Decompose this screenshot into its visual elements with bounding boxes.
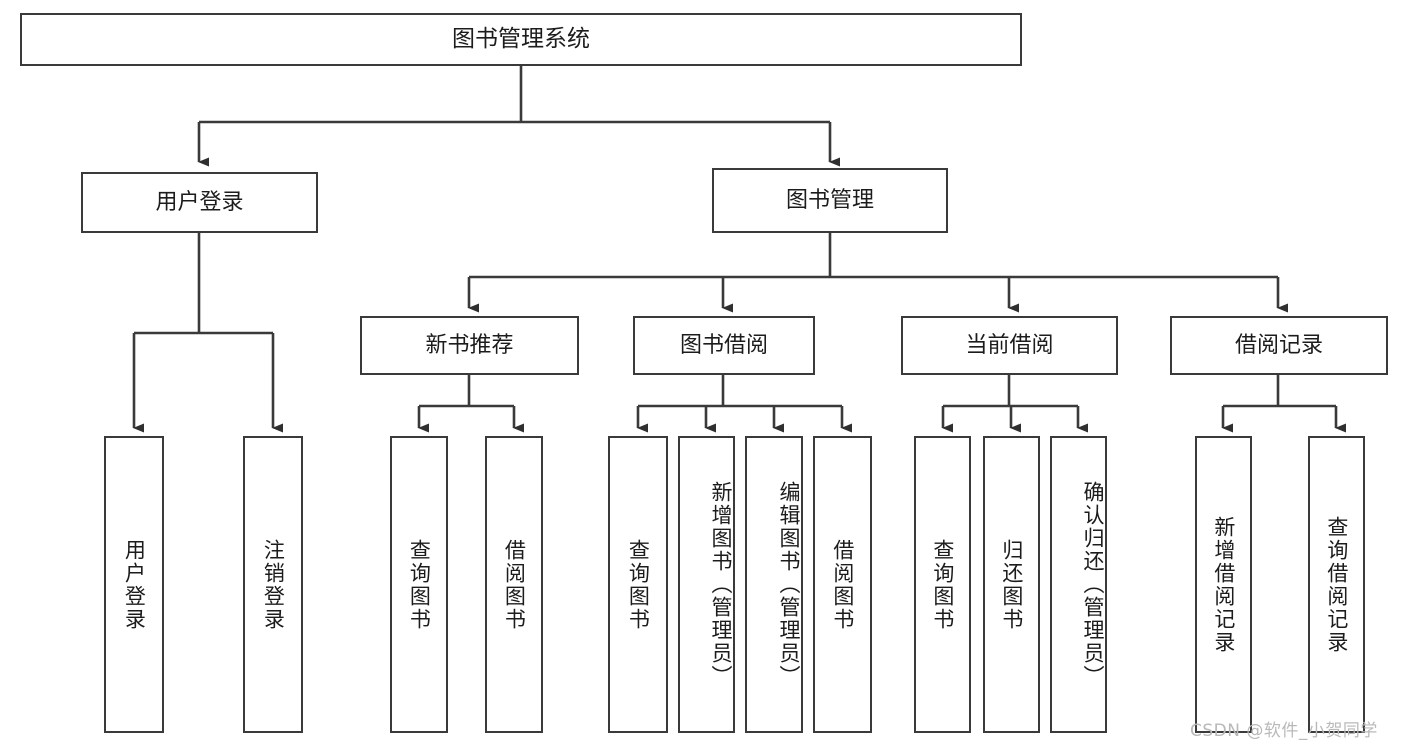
leaf-query-borrow-record[interactable]: 查询借阅记录 [1308, 436, 1365, 733]
node-current-borrow-label: 当前借阅 [965, 332, 1054, 358]
leaf-add-borrow-record-label: 新增借阅记录 [1211, 515, 1236, 654]
node-book-management-label: 图书管理 [785, 187, 874, 213]
leaf-return-book[interactable]: 归还图书 [983, 436, 1040, 733]
leaf-add-book-admin[interactable]: 新增图书（管理员） [678, 436, 735, 733]
leaf-query-book-recommend[interactable]: 查询图书 [390, 436, 448, 733]
leaf-query-book-borrow-label: 查询图书 [626, 538, 651, 631]
leaf-user-login[interactable]: 用户登录 [104, 436, 164, 733]
leaf-query-book-current-label: 查询图书 [930, 538, 955, 631]
leaf-borrow-book-recommend[interactable]: 借阅图书 [485, 436, 543, 733]
node-user-login[interactable]: 用户登录 [81, 172, 318, 233]
node-current-borrow[interactable]: 当前借阅 [901, 316, 1118, 375]
node-user-login-label: 用户登录 [155, 189, 244, 215]
leaf-borrow-book-recommend-label: 借阅图书 [502, 538, 527, 631]
leaf-borrow-book[interactable]: 借阅图书 [813, 436, 872, 733]
leaf-query-book-current[interactable]: 查询图书 [914, 436, 971, 733]
node-root-label: 图书管理系统 [452, 25, 590, 52]
leaf-query-borrow-record-label: 查询借阅记录 [1324, 515, 1349, 654]
leaf-return-book-label: 归还图书 [999, 538, 1024, 631]
node-root[interactable]: 图书管理系统 [20, 13, 1022, 66]
leaf-borrow-book-label: 借阅图书 [830, 538, 855, 631]
leaf-query-book-recommend-label: 查询图书 [407, 538, 432, 631]
leaf-logout[interactable]: 注销登录 [243, 436, 303, 733]
leaf-confirm-return-admin-label: 确认归还（管理员） [1081, 481, 1105, 688]
node-borrow-records-label: 借阅记录 [1234, 332, 1323, 358]
node-new-book-recommend[interactable]: 新书推荐 [360, 316, 579, 375]
leaf-edit-book-admin[interactable]: 编辑图书（管理员） [745, 436, 803, 733]
node-new-book-recommend-label: 新书推荐 [425, 332, 514, 358]
node-book-management[interactable]: 图书管理 [712, 168, 948, 233]
leaf-edit-book-admin-label: 编辑图书（管理员） [777, 481, 801, 688]
leaf-logout-label: 注销登录 [261, 538, 286, 631]
watermark: CSDN @软件_小贺同学 [1190, 721, 1378, 741]
node-book-borrow-label: 图书借阅 [679, 332, 768, 358]
leaf-query-book-borrow[interactable]: 查询图书 [608, 436, 668, 733]
leaf-add-book-admin-label: 新增图书（管理员） [709, 481, 733, 688]
leaf-add-borrow-record[interactable]: 新增借阅记录 [1195, 436, 1252, 733]
node-book-borrow[interactable]: 图书借阅 [633, 316, 815, 375]
node-borrow-records[interactable]: 借阅记录 [1170, 316, 1388, 375]
leaf-confirm-return-admin[interactable]: 确认归还（管理员） [1050, 436, 1107, 733]
leaf-user-login-label: 用户登录 [122, 538, 147, 631]
